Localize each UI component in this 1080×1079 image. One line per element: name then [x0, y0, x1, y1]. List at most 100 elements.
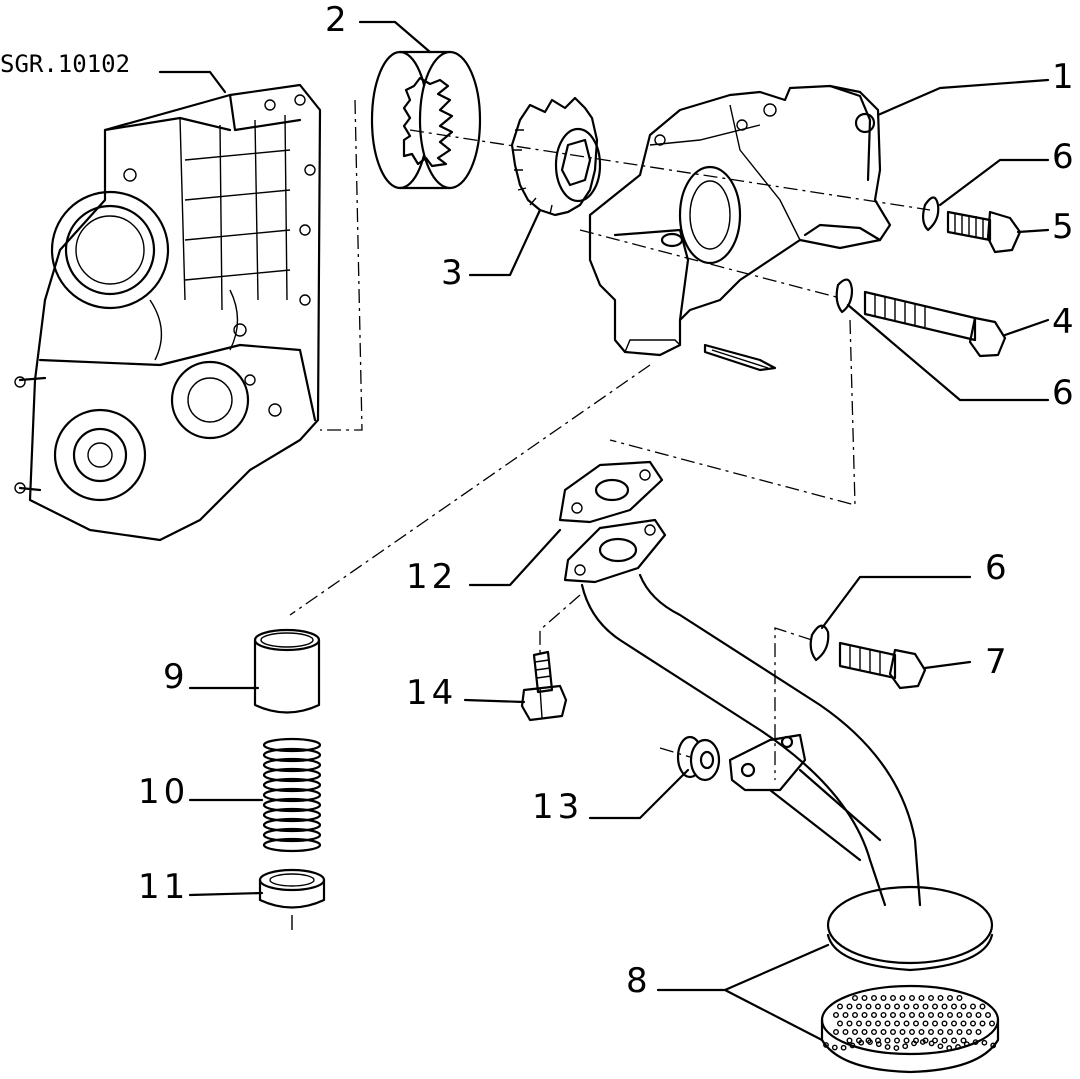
screen-hole	[932, 1020, 939, 1027]
screen-hole	[937, 1028, 944, 1035]
screen-hole	[894, 1003, 901, 1010]
screen-hole	[894, 1020, 901, 1027]
screen-hole	[956, 1028, 963, 1035]
screen-hole	[922, 1020, 929, 1027]
spring-coils	[262, 737, 322, 853]
screen-hole	[865, 1020, 872, 1027]
screen-hole	[932, 1037, 939, 1044]
gaskets-drawing	[558, 460, 667, 584]
screen-hole	[909, 1012, 916, 1019]
screen-hole	[918, 1028, 925, 1035]
screen-hole	[946, 1045, 953, 1051]
screen-hole	[966, 1012, 973, 1019]
screen-hole	[975, 1012, 982, 1019]
screen-hole	[852, 995, 859, 1002]
spring-coil	[262, 767, 322, 783]
screen-hole	[842, 1028, 849, 1035]
callout-7: 7	[985, 642, 1011, 682]
screen-hole	[963, 1041, 970, 1048]
screen-hole	[899, 1012, 906, 1019]
screen-hole	[861, 1012, 868, 1019]
screen-hole	[947, 995, 954, 1002]
spring-coil	[262, 817, 322, 833]
screen-hole	[833, 1028, 840, 1035]
screen-hole	[902, 1043, 909, 1050]
screen-hole	[846, 1020, 853, 1027]
bolt-4-drawing	[835, 278, 1007, 358]
screen-hole	[884, 1020, 891, 1027]
screen-hole	[849, 1042, 856, 1049]
screen-hole	[928, 1028, 935, 1035]
screen-hole	[903, 1020, 910, 1027]
screen-hole	[840, 1044, 847, 1051]
callout-6-upper: 6	[1052, 137, 1078, 177]
screen-hole	[947, 1012, 954, 1019]
screen-hole	[837, 1020, 844, 1027]
screen-hole	[875, 1020, 882, 1027]
screen-hole	[880, 995, 887, 1002]
screen-hole	[890, 1028, 897, 1035]
screen-hole	[880, 1028, 887, 1035]
screen-hole	[966, 1028, 973, 1035]
engine-block-drawing	[14, 83, 322, 542]
screen-hole	[884, 1044, 891, 1050]
screen-hole	[937, 1043, 944, 1050]
screen-hole	[970, 1003, 977, 1010]
screen-hole	[861, 1028, 868, 1035]
grommet-drawing	[676, 735, 721, 782]
screen-hole	[960, 1003, 967, 1010]
drawing-reference: SGR.10102	[0, 50, 131, 78]
screen-hole	[890, 995, 897, 1002]
bolt-7-drawing	[809, 624, 927, 690]
spring-coil	[262, 757, 322, 773]
screen-hole	[970, 1020, 977, 1027]
callout-11: 11	[138, 867, 190, 907]
screen-hole	[979, 1003, 986, 1010]
screen-hole	[909, 995, 916, 1002]
screen-hole	[918, 1012, 925, 1019]
spring-coil	[262, 777, 322, 793]
screen-hole	[903, 1003, 910, 1010]
screen-hole	[960, 1020, 967, 1027]
callout-8: 8	[626, 961, 652, 1001]
screen-hole	[856, 1020, 863, 1027]
screen-hole	[928, 995, 935, 1002]
screen-hole	[922, 1003, 929, 1010]
screen-hole	[823, 1042, 829, 1048]
stud-drawing	[520, 650, 568, 722]
screen-hole	[960, 1037, 967, 1044]
screen-hole	[951, 1037, 958, 1044]
screen-hole	[858, 1039, 865, 1046]
screen-hole	[861, 995, 868, 1002]
screen-hole	[903, 1037, 910, 1044]
screen-hole	[865, 1003, 872, 1010]
screen-hole	[871, 995, 878, 1002]
screen-hole	[972, 1039, 979, 1046]
screen-hole	[894, 1037, 901, 1044]
screen-hole	[890, 1012, 897, 1019]
screen-hole	[846, 1037, 853, 1044]
outer-rotor-drawing	[370, 50, 482, 190]
screen-hole	[941, 1020, 948, 1027]
screen-hole	[867, 1039, 873, 1046]
screen-hole	[919, 1039, 926, 1045]
screen-hole	[831, 1044, 838, 1051]
callout-9: 9	[163, 657, 189, 697]
pump-body-drawing	[588, 84, 892, 372]
screen-hole	[918, 995, 925, 1002]
screen-hole	[884, 1003, 891, 1010]
callout-12: 12	[406, 557, 458, 597]
screen-hole	[947, 1028, 954, 1035]
screen-hole	[871, 1028, 878, 1035]
screen-hole	[975, 1028, 982, 1035]
spring-coil	[262, 827, 322, 843]
callout-13: 13	[532, 787, 584, 827]
screen-hole	[852, 1012, 859, 1019]
callout-6-middle: 6	[1052, 373, 1078, 413]
assembly-center-lines	[289, 99, 931, 780]
screen-hole	[913, 1003, 920, 1010]
pickup-tube-drawing	[580, 573, 1000, 1074]
screen-hole	[990, 1042, 997, 1049]
cotter-pin-drawing	[711, 349, 769, 369]
